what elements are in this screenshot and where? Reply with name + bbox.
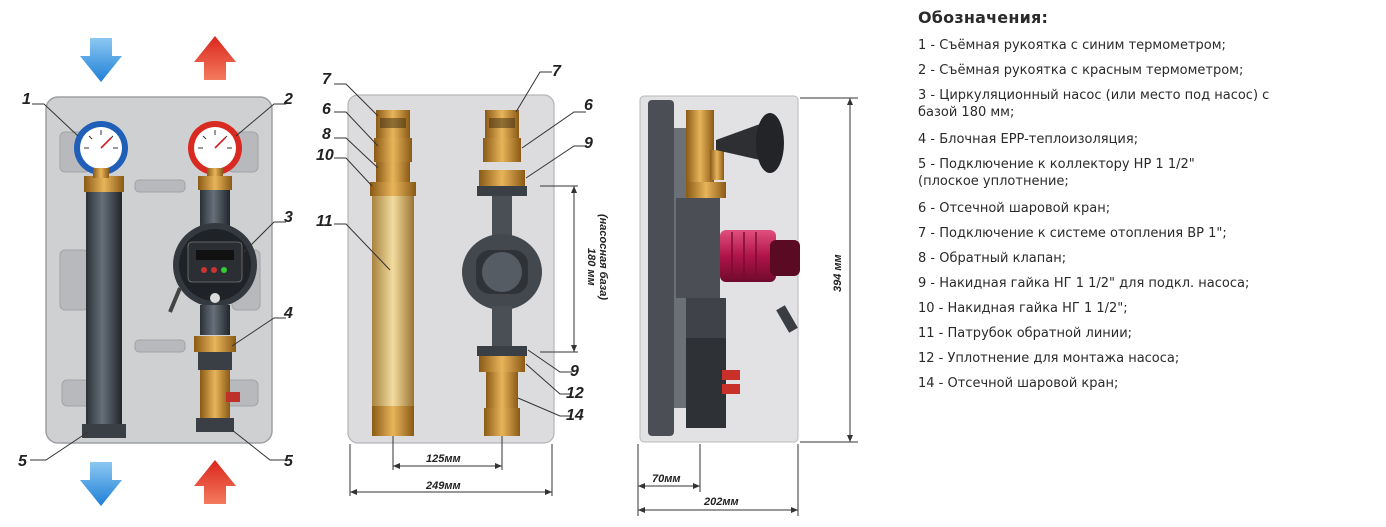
- return-pipe-tube: [372, 196, 414, 406]
- flow-arrow-out-bottom: [194, 460, 236, 504]
- middle-view: 7 7 6 6 8 9 10 11 9 12 14 125мм 249мм: [316, 63, 609, 496]
- legend-item: 2 - Съёмная рукоятка с красным термометр…: [918, 63, 1244, 78]
- callout-8: 8: [322, 126, 331, 143]
- legend: Обозначения: 1 - Съёмная рукоятка с сини…: [918, 8, 1378, 400]
- callout-12: 12: [566, 385, 584, 402]
- pump-housing-icon: [462, 196, 542, 346]
- ball-valve-front-icon: [196, 370, 240, 432]
- legend-item: 7 - Подключение к системе отопления ВР 1…: [918, 226, 1227, 241]
- legend-item: 8 - Обратный клапан;: [918, 251, 1067, 266]
- legend-list: 1 - Съёмная рукоятка с синим термометром…: [918, 37, 1378, 392]
- legend-item: 3 - Циркуляционный насос (или место под …: [918, 88, 1270, 120]
- callout-5-right: 5: [284, 453, 294, 470]
- dim-70: 70мм: [652, 473, 681, 485]
- callout-1: 1: [22, 91, 31, 108]
- legend-item: 14 - Отсечной шаровой кран;: [918, 376, 1119, 391]
- legend-title: Обозначения:: [918, 8, 1049, 27]
- valve-handle-icon: [716, 113, 784, 173]
- callout-9-top: 9: [584, 135, 593, 152]
- callout-2: 2: [283, 91, 293, 108]
- legend-item: 4 - Блочная EPP-теплоизоляция;: [918, 132, 1139, 147]
- legend-item: 11 - Патрубок обратной линии;: [918, 326, 1133, 341]
- pump-group-diagram: 1 2 3 4 5 5: [18, 36, 858, 516]
- return-pipe-front: [86, 188, 122, 428]
- side-view: 394 мм 70мм 202мм: [637, 95, 858, 516]
- callout-14: 14: [566, 407, 584, 424]
- callout-4: 4: [283, 305, 293, 322]
- callout-7-right: 7: [552, 63, 562, 80]
- pump-front-icon: [168, 223, 257, 313]
- flow-arrow-in-top: [80, 38, 122, 82]
- callout-7-left: 7: [322, 71, 332, 88]
- legend-item: 6 - Отсечной шаровой кран;: [918, 201, 1111, 216]
- callout-10: 10: [316, 147, 334, 164]
- dim-202: 202мм: [703, 496, 739, 508]
- callout-5-left: 5: [18, 453, 28, 470]
- callout-6-left: 6: [322, 101, 331, 118]
- thermometer-blue-icon: [74, 121, 128, 178]
- legend-item: 10 - Накидная гайка НГ 1 1/2";: [918, 301, 1128, 316]
- legend-item: 9 - Накидная гайка НГ 1 1/2" для подкл. …: [918, 276, 1250, 291]
- dim-125: 125мм: [426, 453, 461, 465]
- legend-item: 5 - Подключение к коллектору НР 1 1/2" (…: [918, 157, 1195, 189]
- callout-3: 3: [284, 209, 293, 226]
- flow-arrow-out-top: [194, 36, 236, 80]
- legend-item: 12 - Уплотнение для монтажа насоса;: [918, 351, 1180, 366]
- dim-394: 394 мм: [832, 254, 844, 292]
- dim-180-note: (насосная база): [597, 214, 609, 300]
- thermometer-red-icon: [188, 121, 242, 178]
- callout-6-right: 6: [584, 97, 593, 114]
- callout-9-bottom: 9: [570, 363, 579, 380]
- dim-249: 249мм: [425, 480, 461, 492]
- legend-item: 1 - Съёмная рукоятка с синим термометром…: [918, 38, 1226, 53]
- pump-motor-icon: [720, 230, 800, 333]
- front-view: 1 2 3 4 5 5: [18, 36, 294, 506]
- callout-11: 11: [316, 213, 333, 230]
- flow-arrow-in-bottom: [80, 462, 122, 506]
- dim-180: 180 мм: [585, 248, 597, 286]
